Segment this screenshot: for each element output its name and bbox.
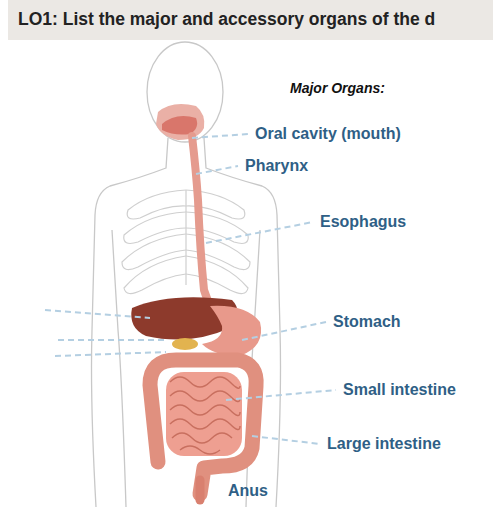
body-outline	[92, 42, 281, 507]
organ-label: Oral cavity (mouth)	[255, 125, 401, 143]
organ-label: Anus	[228, 482, 268, 500]
organ-label: Small intestine	[343, 381, 456, 399]
leader-lines	[45, 134, 336, 444]
ribcage	[122, 190, 250, 294]
slide-title: LO1: List the major and accessory organs…	[18, 9, 435, 30]
organ-label: Stomach	[333, 313, 401, 331]
organ-label: Esophagus	[320, 213, 406, 231]
organ-label: Large intestine	[327, 435, 441, 453]
section-heading: Major Organs:	[290, 80, 385, 96]
organs	[131, 104, 261, 500]
organ-label: Pharynx	[245, 157, 308, 175]
